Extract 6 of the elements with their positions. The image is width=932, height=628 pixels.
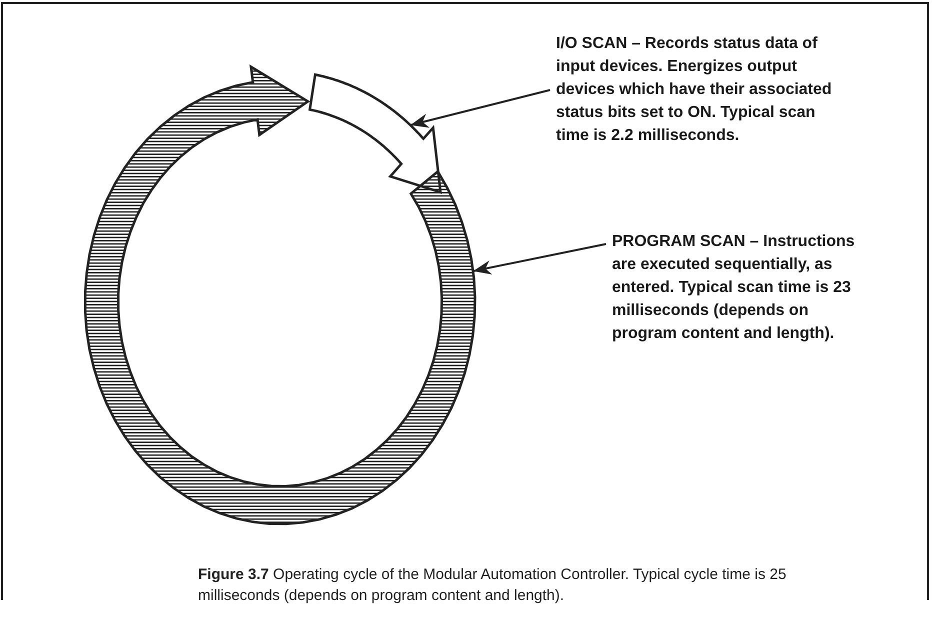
annotation-text: I/O SCAN – Records status data of input devices. Energizes output devices which have their associated status bits set to ON. Typical scan time is 2.2 milliseconds. <box>556 34 833 146</box>
leader-line <box>410 89 550 128</box>
program-scan-arrow <box>84 64 476 526</box>
annotation-text: PROGRAM SCAN – Instructions are executed sequentially, as entered. Typical scan time is 23 milliseconds (depends on program content and length). <box>612 232 856 344</box>
leader-line <box>472 243 606 275</box>
figure-caption: Figure 3.7 Operating cycle of the Modular Automation Controller. Typical cycle time is 25 milliseconds (depends on program content and length). <box>198 565 788 606</box>
